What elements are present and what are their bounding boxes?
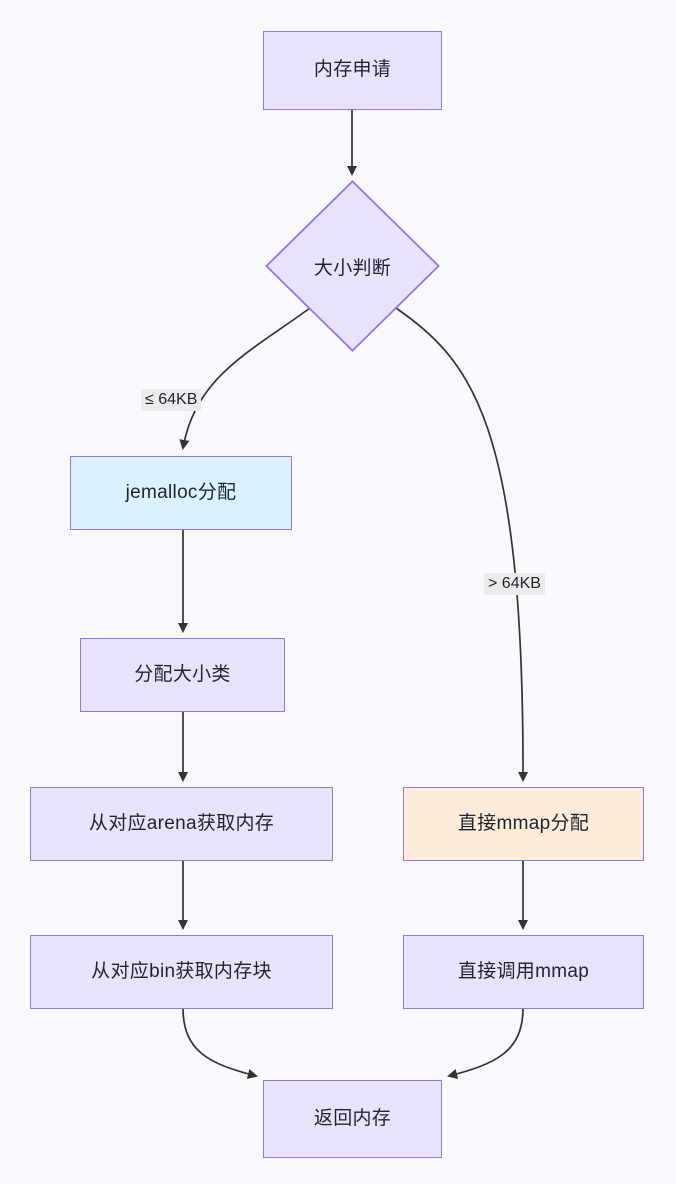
node-mmap-call[interactable]: 直接调用mmap: [403, 935, 644, 1009]
edge-mmap-call-to-return-mem: [447, 1007, 524, 1079]
node-return-mem-label: 返回内存: [313, 1107, 392, 1129]
node-arena-label: 从对应arena获取内存: [88, 812, 275, 834]
node-size-check-label: 大小判断: [313, 257, 392, 279]
edge-size-check-to-jemalloc: [179, 307, 311, 451]
edge-label-small: ≤ 64KB: [141, 389, 202, 411]
node-mmap-call-label: 直接调用mmap: [457, 960, 590, 982]
node-return-mem[interactable]: 返回内存: [263, 1080, 442, 1158]
node-size-class[interactable]: 分配大小类: [80, 638, 285, 712]
node-bin-label: 从对应bin获取内存块: [91, 960, 272, 982]
node-bin[interactable]: 从对应bin获取内存块: [30, 935, 333, 1009]
node-start-label: 内存申请: [313, 59, 392, 81]
node-jemalloc-label: jemalloc分配: [125, 481, 237, 503]
node-jemalloc[interactable]: jemalloc分配: [70, 456, 292, 530]
edge-size-check-to-mmap-alloc: [395, 307, 529, 783]
edge-label-large: > 64KB: [484, 573, 545, 595]
node-mmap-alloc[interactable]: 直接mmap分配: [403, 787, 644, 861]
edge-bin-to-return-mem: [182, 1007, 258, 1079]
diamond-shape: [265, 180, 440, 352]
node-mmap-alloc-label: 直接mmap分配: [457, 812, 590, 834]
node-size-class-label: 分配大小类: [134, 663, 231, 685]
node-size-check[interactable]: 大小判断: [265, 180, 440, 352]
node-start[interactable]: 内存申请: [263, 31, 442, 110]
node-arena[interactable]: 从对应arena获取内存: [30, 787, 333, 861]
node-size-check-label-wrap: 大小判断: [265, 180, 440, 352]
